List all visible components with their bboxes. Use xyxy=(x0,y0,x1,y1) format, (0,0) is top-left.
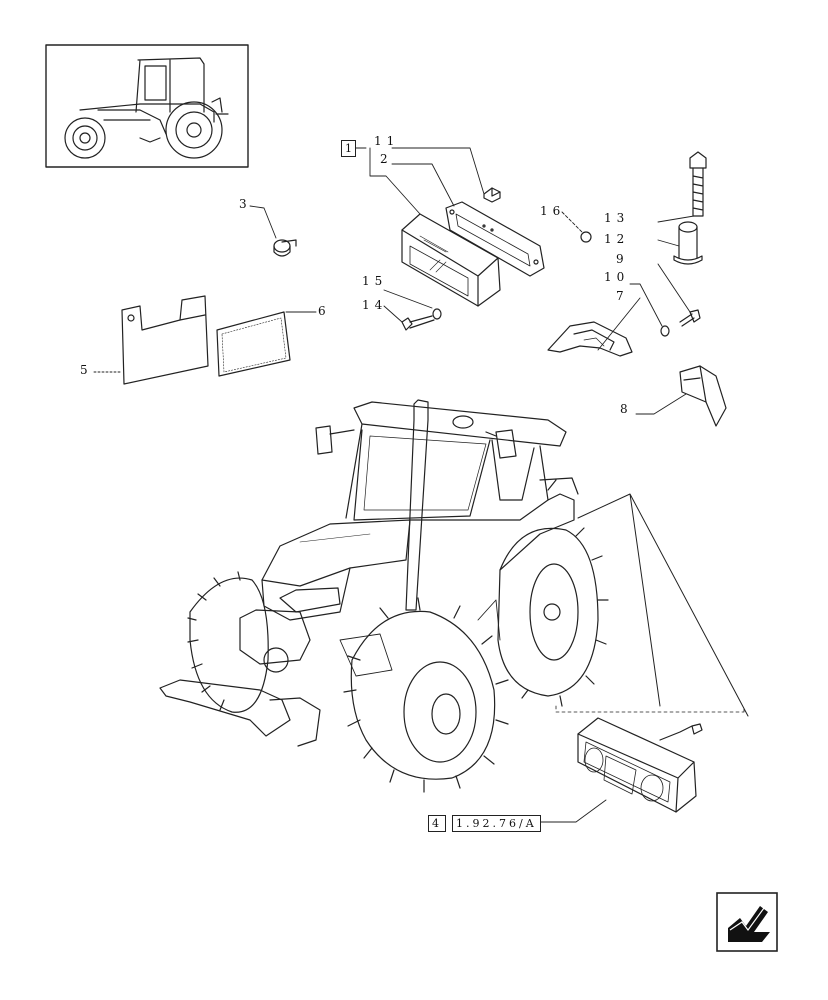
callout-9: 9 xyxy=(616,252,629,266)
part-3-grommet xyxy=(273,239,297,257)
part-14-bolt xyxy=(401,315,435,331)
callout-10: 10 xyxy=(604,270,630,284)
back-arrow-icon[interactable] xyxy=(716,892,778,952)
callout-6: 6 xyxy=(318,304,331,318)
part-13-long-bolt xyxy=(689,151,707,217)
callout-leaders xyxy=(93,147,695,823)
callout-11: 11 xyxy=(374,134,400,148)
part-9-screw xyxy=(679,309,701,327)
callout-12: 12 xyxy=(604,232,630,246)
callout-3: 3 xyxy=(239,197,252,211)
reference-quantity-box: 4 xyxy=(428,815,446,832)
part-16-nut xyxy=(580,231,592,243)
part-16-screw xyxy=(483,187,501,203)
part-15-washer xyxy=(432,308,442,320)
callout-8: 8 xyxy=(620,402,633,416)
callout-7: 7 xyxy=(616,289,629,303)
part-8-side-lamp xyxy=(679,365,727,427)
part-10-washer xyxy=(660,325,670,337)
detail-leader-lines xyxy=(577,493,749,717)
reference-code-box: 1.92.76/A xyxy=(452,815,541,832)
part-2-lamp-housing xyxy=(401,213,501,307)
part-6-reflector xyxy=(216,311,291,377)
callout-16: 16 xyxy=(540,204,566,218)
callout-15: 15 xyxy=(362,274,388,288)
part-11-gasket xyxy=(445,201,545,277)
part-4-lamp-assembly xyxy=(555,705,745,813)
callout-2: 2 xyxy=(380,152,393,166)
callout-5: 5 xyxy=(80,363,93,377)
tractor-thumbnail-icon xyxy=(45,44,249,168)
part-7-lens xyxy=(547,321,633,357)
callout-14: 14 xyxy=(362,298,388,312)
callout-1: 1 xyxy=(341,140,356,157)
part-12-spacer xyxy=(673,221,703,265)
part-5-bracket xyxy=(121,295,209,385)
callout-13: 13 xyxy=(604,211,630,225)
tractor-main-illustration xyxy=(159,399,609,793)
